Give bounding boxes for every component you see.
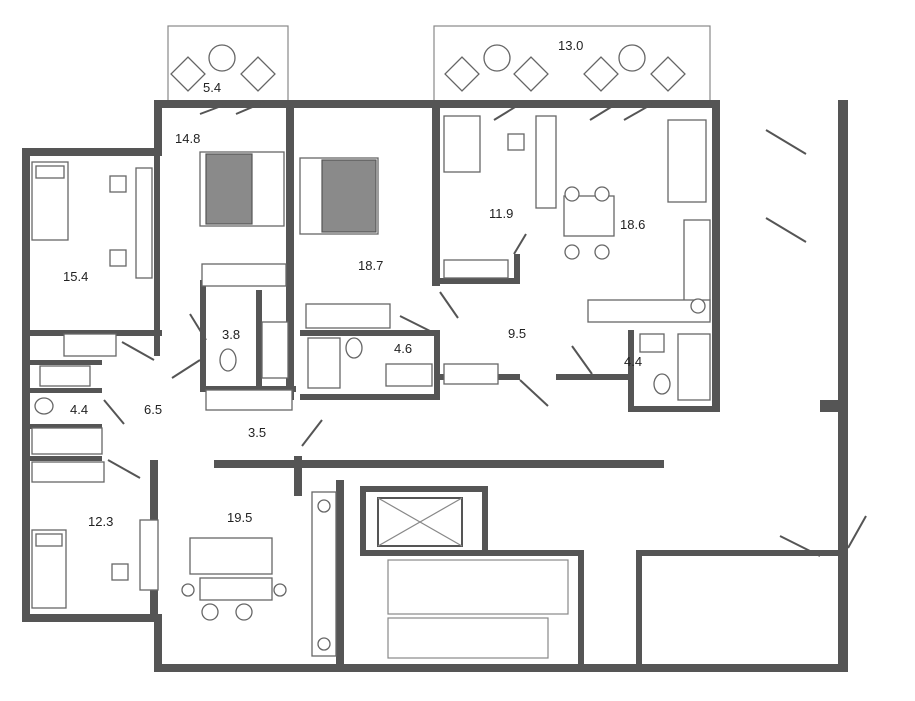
area-bedroom-master: 18.7 bbox=[358, 258, 383, 273]
furniture-wardrobes bbox=[31, 259, 509, 483]
area-bath-right: 4.4 bbox=[624, 354, 642, 369]
area-bedroom-right: 11.9 bbox=[489, 206, 513, 221]
area-corridor-small: 3.5 bbox=[248, 425, 266, 440]
area-kitchen-living-right: 18.6 bbox=[620, 217, 645, 232]
area-bedroom-left: 15.4 bbox=[63, 269, 88, 284]
area-bath-left: 4.4 bbox=[70, 402, 88, 417]
area-corridor-left: 6.5 bbox=[144, 402, 162, 417]
area-labels: 5.4 13.0 14.8 18.7 11.9 18.6 15.4 3.8 4.… bbox=[63, 38, 645, 529]
interior-walls bbox=[30, 156, 838, 672]
area-bedroom-top-left: 14.8 bbox=[175, 131, 200, 146]
stairwell bbox=[377, 497, 569, 659]
area-hall-center: 9.5 bbox=[508, 326, 526, 341]
area-bath-center: 4.6 bbox=[394, 341, 412, 356]
area-balcony-left: 5.4 bbox=[203, 80, 221, 95]
furniture-kitchen bbox=[311, 219, 711, 657]
furniture-beds bbox=[31, 115, 481, 609]
furniture-bathrooms bbox=[31, 321, 711, 455]
balcony-left bbox=[167, 25, 289, 105]
balcony-right bbox=[433, 25, 711, 105]
area-bedroom-bottom-left: 12.3 bbox=[88, 514, 113, 529]
area-bath-center-left: 3.8 bbox=[222, 327, 240, 342]
area-balcony-right: 13.0 bbox=[558, 38, 583, 53]
furniture-living bbox=[181, 119, 707, 621]
doors bbox=[103, 101, 867, 557]
furniture-desks bbox=[109, 115, 557, 591]
area-kitchen-living-bottom: 19.5 bbox=[227, 510, 252, 525]
